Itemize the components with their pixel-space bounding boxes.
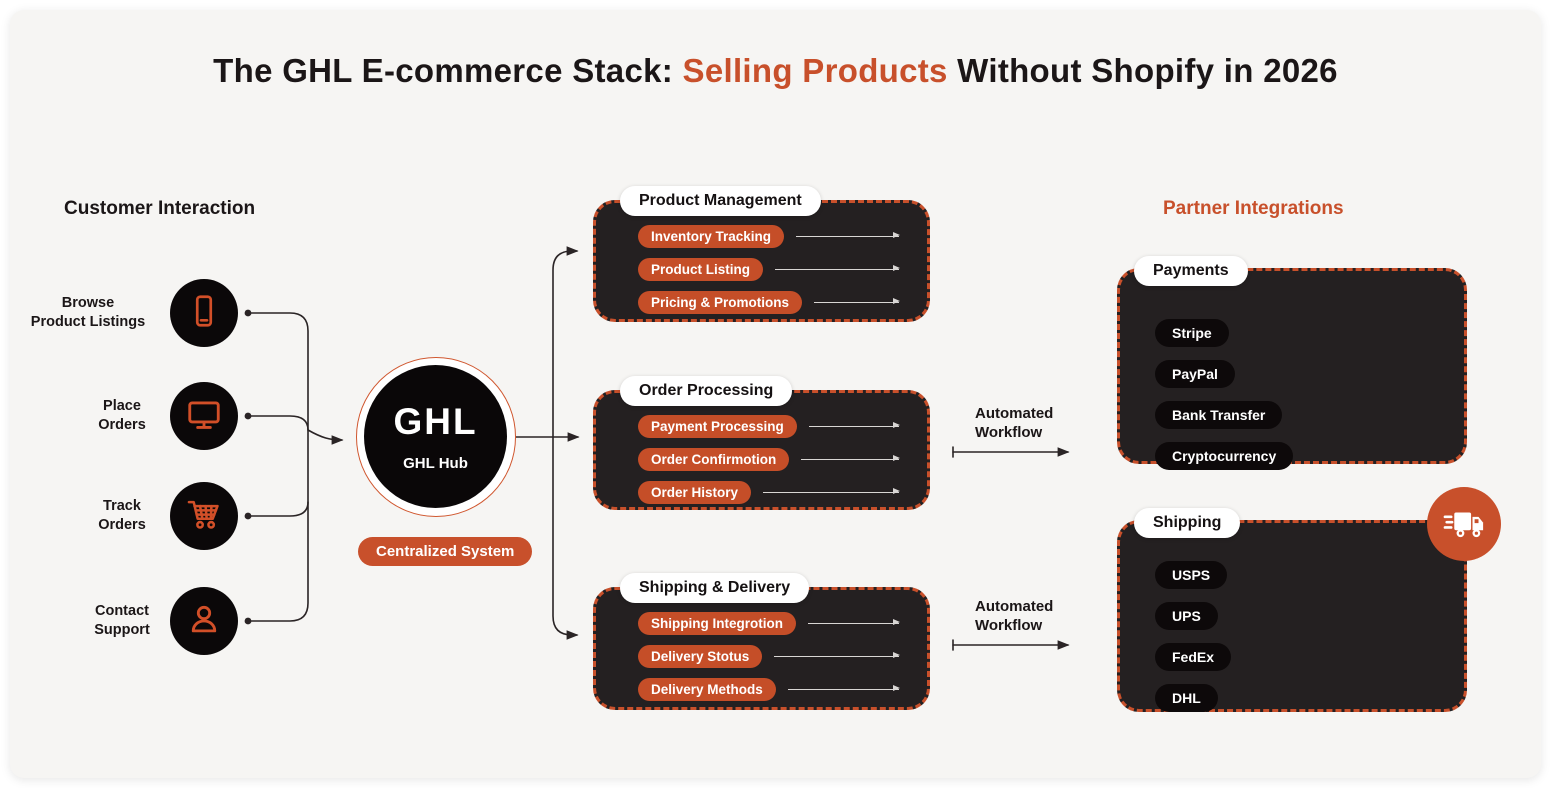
title-highlight: Selling Products: [682, 52, 948, 89]
box-title: Shipping: [1134, 508, 1241, 538]
feature-pill: Order Confirmotion: [638, 447, 790, 471]
partner-pill: UPS: [1155, 602, 1218, 630]
feature-row: Inventory Tracking: [638, 224, 903, 248]
monitor-icon: [185, 395, 223, 438]
label-line: Orders: [98, 517, 146, 533]
arrow-right-icon: [787, 685, 901, 691]
feature-row: Delivery Stotus: [638, 644, 903, 668]
feature-pill: Payment Processing: [638, 414, 797, 438]
shipping-box: Shipping USPS UPS FedEx DHL: [1117, 508, 1467, 712]
person-icon: [185, 600, 223, 643]
feature-row: Shipping Integrotion: [638, 611, 903, 635]
ghl-logo: GHL: [393, 401, 478, 442]
feature-row: Delivery Methods: [638, 677, 903, 701]
partner-pill: Cryptocurrency: [1155, 442, 1294, 470]
label-line: Product Listings: [30, 314, 146, 330]
arrow-right-icon: [814, 298, 900, 304]
delivery-truck-icon: [1427, 487, 1501, 561]
customer-item-label: Browse Product Listings: [13, 294, 163, 332]
feature-row: Order Confirmotion: [638, 447, 903, 471]
box-title: Order Processing: [620, 376, 793, 406]
feature-pill: Delivery Methods: [638, 677, 776, 701]
customer-item-contact-support: [170, 587, 238, 655]
partner-pill: Stripe: [1155, 319, 1229, 347]
label-line: Place: [103, 398, 141, 414]
arrow-right-icon: [796, 232, 900, 238]
arrow-right-icon: [775, 265, 900, 271]
arrow-right-icon: [763, 488, 900, 494]
feature-pill: Pricing & Promotions: [638, 290, 803, 314]
feature-row: Product Listing: [638, 257, 903, 281]
customer-item-place-orders: [170, 382, 238, 450]
customer-item-label: Place Orders: [47, 397, 197, 435]
ghl-hub-label: GHL Hub: [403, 455, 468, 472]
ghl-hub: GHL GHL Hub: [356, 357, 516, 517]
automated-workflow-label: Automated Workflow: [975, 597, 1053, 635]
page-title: The GHL E-commerce Stack: Selling Produc…: [0, 52, 1551, 90]
box-title: Payments: [1134, 256, 1248, 286]
label-line: Support: [94, 622, 150, 638]
feature-pill: Product Listing: [638, 257, 763, 281]
partner-pill: DHL: [1155, 684, 1218, 712]
label-line: Contact: [95, 603, 149, 619]
feature-row: Payment Processing: [638, 414, 903, 438]
feature-pill: Inventory Tracking: [638, 224, 785, 248]
customer-item-label: Contact Support: [47, 602, 197, 640]
label-line: Automated: [975, 405, 1054, 422]
partner-pill: FedEx: [1155, 643, 1232, 671]
customer-item-browse: [170, 279, 238, 347]
partner-pill: USPS: [1155, 561, 1228, 589]
box-title: Product Management: [620, 186, 821, 216]
label-line: Browse: [61, 295, 115, 311]
feature-row: Order History: [638, 480, 903, 504]
feature-pill: Shipping Integrotion: [638, 611, 796, 635]
label-line: Workflow: [975, 617, 1043, 634]
label-line: Orders: [98, 417, 146, 433]
customer-item-label: Track Orders: [47, 497, 197, 535]
partner-pill: PayPal: [1155, 360, 1235, 388]
box-title: Shipping & Delivery: [620, 573, 810, 603]
centralized-system-badge: Centralized System: [358, 537, 533, 566]
shopping-cart-icon: [185, 495, 223, 538]
smartphone-icon: [186, 293, 222, 334]
product-management-box: Product Management Inventory Tracking Pr…: [593, 186, 930, 322]
label-line: Automated: [975, 598, 1054, 615]
arrow-right-icon: [808, 422, 901, 428]
shipping-delivery-box: Shipping & Delivery Shipping Integrotion…: [593, 573, 930, 710]
arrow-right-icon: [774, 652, 900, 658]
feature-row: Pricing & Promotions: [638, 290, 903, 314]
ghl-hub-core: GHL GHL Hub: [364, 365, 507, 508]
arrow-right-icon: [807, 619, 901, 625]
partner-integrations-heading: Partner Integrations: [1163, 198, 1344, 219]
customer-item-track-orders: [170, 482, 238, 550]
customer-interaction-heading: Customer Interaction: [64, 198, 256, 219]
feature-pill: Order History: [638, 480, 752, 504]
partner-pill: Bank Transfer: [1155, 401, 1283, 429]
arrow-right-icon: [801, 455, 900, 461]
title-prefix: The GHL E-commerce Stack:: [213, 52, 683, 89]
feature-pill: Delivery Stotus: [638, 644, 763, 668]
payments-box: Payments Stripe PayPal Bank Transfer Cry…: [1117, 256, 1467, 470]
label-line: Track: [103, 498, 141, 514]
title-suffix: Without Shopify in 2026: [947, 52, 1338, 89]
label-line: Workflow: [975, 424, 1043, 441]
automated-workflow-label: Automated Workflow: [975, 404, 1053, 442]
order-processing-box: Order Processing Payment Processing Orde…: [593, 376, 930, 510]
